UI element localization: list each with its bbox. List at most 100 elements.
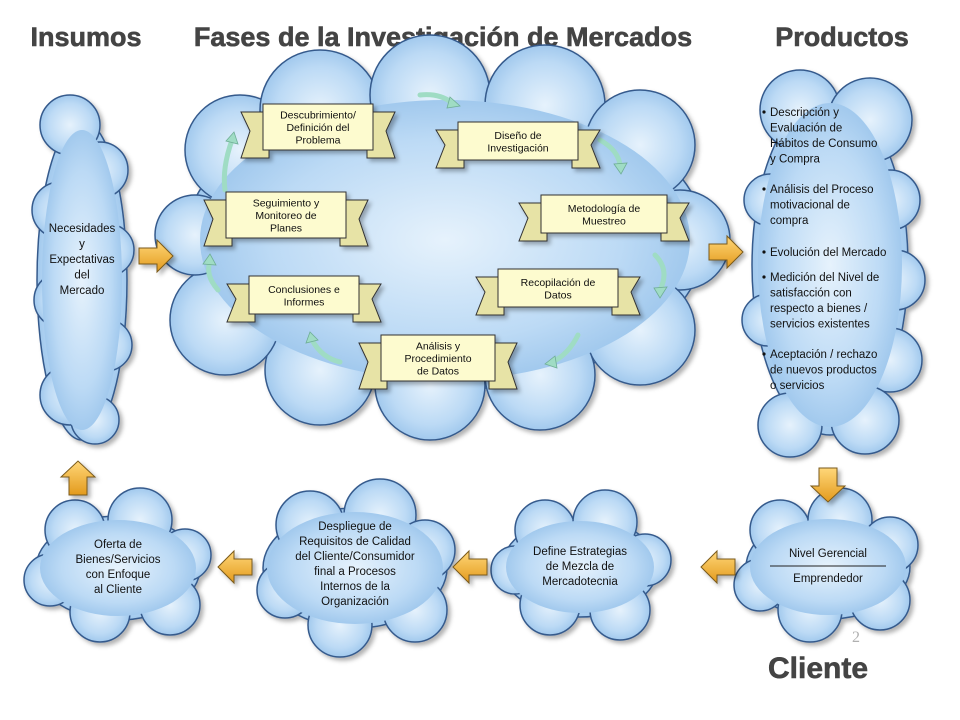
bullet-icon [762, 275, 766, 279]
banner-tail-right [571, 129, 601, 169]
banner-tail-left [435, 129, 465, 169]
banner-tail-right [660, 202, 690, 242]
cycle-arrowhead-icon [653, 286, 668, 299]
text-line: Aceptación / rechazo [770, 349, 877, 361]
text-line: servicios existentes [770, 319, 870, 331]
text-line: Evolución del Mercado [770, 247, 886, 259]
text-line: Necesidades [49, 223, 116, 235]
bullet-icon [762, 250, 766, 254]
text-line: y [79, 239, 85, 251]
cycle-arrowhead-icon [446, 96, 461, 109]
flow-arrows [59, 234, 847, 585]
arrow-left-icon [452, 549, 488, 585]
text-line: motivacional de [770, 200, 850, 212]
cycle-arrowhead-icon [613, 162, 628, 175]
banner-tail-right [352, 283, 382, 323]
text-line: Mercado [60, 285, 105, 297]
banner-tail-right [611, 276, 641, 316]
header-inputs: Insumos [30, 22, 141, 52]
cloud-deployment [256, 478, 456, 658]
banner-body [225, 191, 347, 239]
text-line: Expectativas [49, 254, 114, 266]
banner-body [457, 121, 579, 161]
text-line: Análisis del Proceso [770, 184, 874, 196]
text-line: Informes [284, 296, 325, 308]
text-line: Organización [321, 596, 389, 608]
text-line: Conclusiones e [268, 284, 340, 296]
text-line: compra [770, 215, 809, 227]
text-line: de Mezcla de [546, 561, 614, 573]
header-products: Productos [775, 22, 909, 52]
text-line: Metodología de [568, 203, 641, 215]
cycle-arrowhead-icon [544, 355, 558, 369]
banner-body [248, 275, 360, 315]
text-line: Planes [270, 223, 302, 235]
product-item: Evolución del Mercado [770, 247, 886, 259]
text-line: Monitoreo de [255, 210, 316, 222]
text-line: Descubrimiento/ [280, 110, 356, 122]
cycle-arrowhead-icon [225, 131, 239, 145]
text-line: Requisitos de Calidad [299, 536, 411, 548]
text-line: de Datos [417, 366, 459, 378]
banner-tail-left [475, 276, 505, 316]
arrow-up-icon [59, 460, 97, 496]
bullet-icon [762, 352, 766, 356]
page-number: 2 [852, 629, 860, 646]
banner-body [262, 103, 374, 151]
management-bottom: Emprendedor [793, 573, 863, 585]
cycle-arrowhead-icon [202, 253, 217, 266]
product-item: Análisis del Proceso motivacional de compr… [770, 184, 874, 227]
text-line: Problema [296, 135, 341, 147]
left-cloud [31, 94, 135, 445]
management-top: Nivel Gerencial [789, 548, 867, 560]
text-line: Datos [544, 289, 571, 301]
text-line: Seguimiento y [253, 198, 320, 210]
cycle-arrowhead-icon [305, 331, 319, 344]
banner-tail-left [226, 283, 256, 323]
text-line: Medición del Nivel de [770, 272, 879, 284]
text-line: o servicios [770, 380, 825, 392]
text-line: de nuevos productos [770, 365, 877, 377]
banner-tail-left [518, 202, 548, 242]
text-line: Definición del [286, 122, 349, 134]
text-line: Internos de la [320, 581, 390, 593]
clouds [23, 34, 926, 658]
text-line: Mercadotecnia [542, 576, 618, 588]
text-line: al Cliente [94, 584, 142, 596]
arrow-down-icon [809, 467, 847, 503]
text-line: satisfacción con [770, 288, 852, 300]
text-line: del [74, 270, 89, 282]
right-cloud [741, 69, 926, 458]
text-line: Diseño de [494, 130, 541, 142]
cloud-strategies [490, 489, 672, 641]
cloud-management [733, 487, 919, 643]
bullet-icon [762, 187, 766, 191]
text-line: Oferta de [94, 539, 142, 551]
banner-body [380, 334, 496, 382]
product-item: Aceptación / rechazo de nuevos productos o… [770, 349, 877, 392]
text-line: Análisis y [416, 341, 461, 353]
text-line: respecto a bienes / [770, 303, 868, 315]
cloud-offer [23, 487, 212, 643]
cycle-arrow-icon [221, 137, 235, 193]
text-line: Despliegue de [318, 521, 392, 533]
text-line: Bienes/Servicios [75, 554, 160, 566]
